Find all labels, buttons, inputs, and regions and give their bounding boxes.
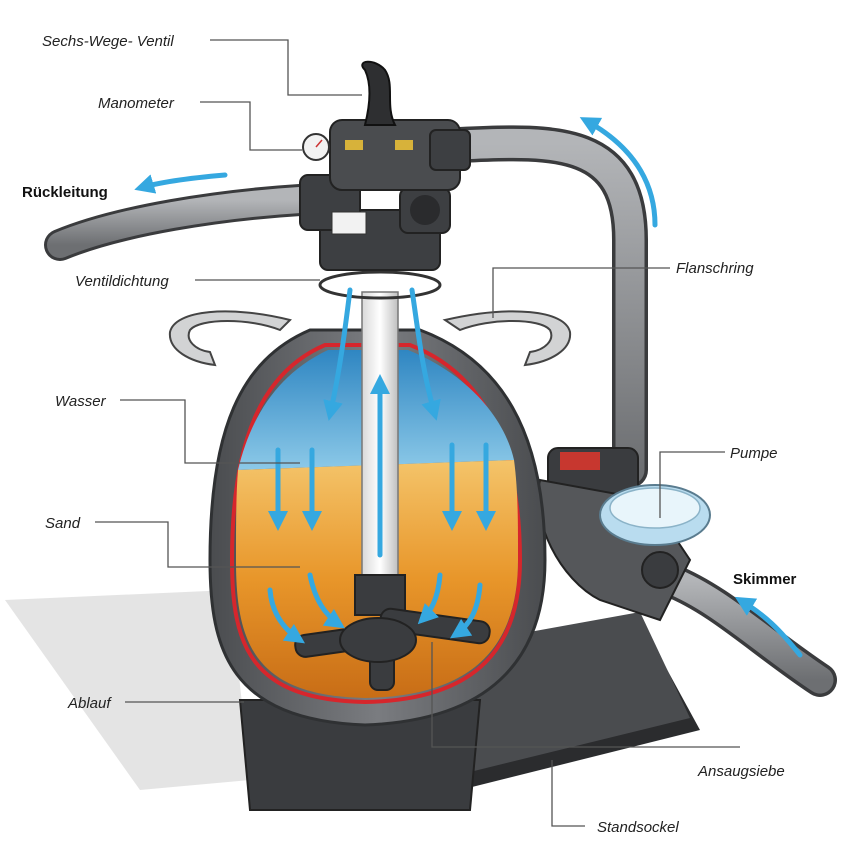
label-six-way-valve: Sechs-Wege- Ventil — [42, 33, 174, 50]
flow-arrow-icon — [734, 596, 803, 658]
flow-arrow-icon — [409, 287, 441, 421]
flange-ring-left — [168, 310, 292, 367]
pump — [537, 447, 711, 622]
return-hose-inner — [47, 187, 313, 258]
label-skimmer: Skimmer — [733, 571, 797, 588]
label-flange-ring: Flanschring — [676, 260, 754, 277]
label-water: Wasser — [55, 393, 107, 410]
valve-seal-ring — [318, 270, 442, 300]
central-pipe-collar — [354, 574, 406, 616]
flow-arrow-icon — [307, 572, 345, 629]
leader-lines — [95, 39, 740, 827]
flow-arrow-icon — [134, 172, 228, 194]
label-drain: Ablauf — [67, 695, 112, 712]
label-base-stand: Standsockel — [597, 819, 679, 836]
label-pump: Pumpe — [730, 445, 778, 462]
flow-arrows — [134, 117, 803, 658]
six-way-valve — [299, 60, 471, 271]
flow-arrow-icon — [323, 287, 353, 421]
skimmer-hose-inner — [656, 566, 834, 694]
ground-shadow — [5, 590, 250, 790]
label-sand: Sand — [45, 515, 81, 532]
flow-arrow-icon — [450, 582, 483, 639]
label-suction-strainers: Ansaugsiebe — [697, 763, 785, 780]
flow-arrow-icon — [267, 587, 305, 644]
label-valve-seal: Ventildichtung — [75, 273, 169, 290]
valve-handle — [361, 60, 397, 126]
flow-arrow-icon — [417, 572, 443, 625]
pressure-gauge-icon — [302, 133, 330, 161]
flow-arrow-icon — [579, 117, 658, 228]
label-manometer: Manometer — [98, 95, 175, 112]
label-return-line: Rückleitung — [22, 184, 108, 201]
pump-hose-inner — [445, 128, 645, 485]
flange-ring-right — [442, 310, 572, 367]
